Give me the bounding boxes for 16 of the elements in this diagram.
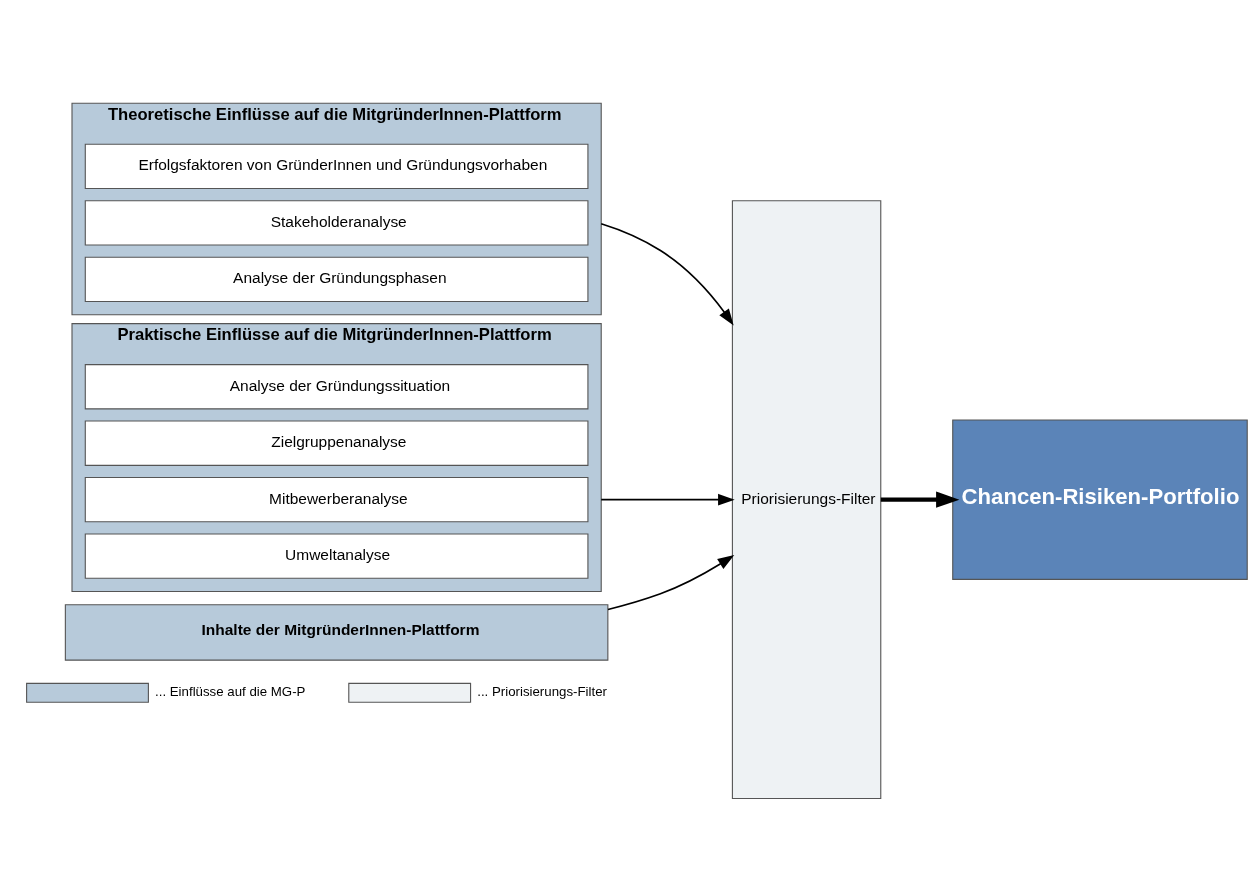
node-box: Erfolgsfaktoren von GründerInnen und Gründungsvorhaben <box>84 143 589 190</box>
arrow <box>600 222 734 326</box>
legend-label: ... Einflüsse auf die MG-P <box>155 684 306 700</box>
node-box: Chancen-Risiken-Portfolio <box>952 419 1248 580</box>
node-box: Mitbewerberanalyse <box>84 476 589 523</box>
arrow <box>600 493 735 506</box>
node-box: Zielgruppenanalyse <box>84 420 589 466</box>
node-box: Analyse der Gründungssituation <box>84 364 589 410</box>
node-box: Priorisierungs-Filter <box>731 200 882 800</box>
node-box: Umweltanalyse <box>84 533 589 579</box>
node-box: Inhalte der MitgründerInnen-Plattform <box>64 604 609 661</box>
arrow <box>607 555 735 611</box>
node-box: Stakeholderanalyse <box>84 200 589 246</box>
legend-label: ... Priorisierungs-Filter <box>477 684 607 700</box>
arrow <box>880 491 960 508</box>
node-box: Analyse der Gründungsphasen <box>84 256 589 302</box>
